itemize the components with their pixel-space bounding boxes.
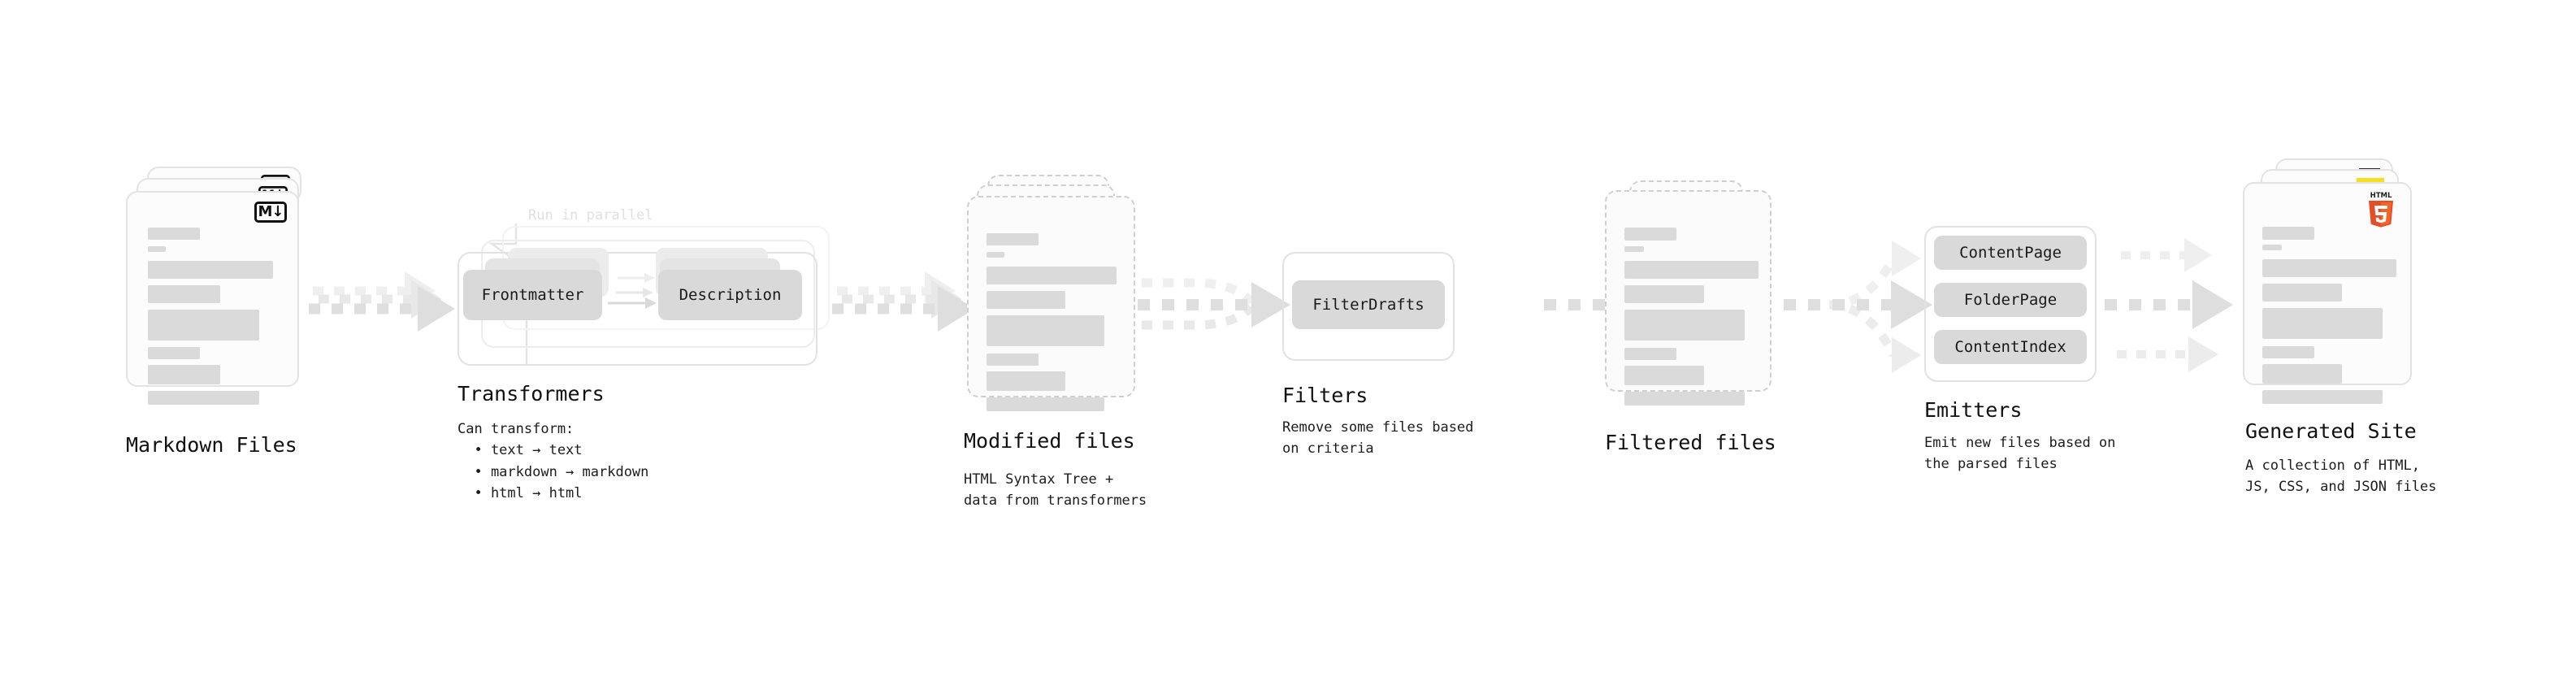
- emitter-node-contentindex[interactable]: ContentIndex: [1934, 330, 2087, 364]
- skeleton-bar: [2262, 259, 2396, 277]
- skeleton-bar: [1624, 261, 1759, 279]
- stage-title-generated-site: Generated Site: [2245, 419, 2417, 443]
- arrow-transformers-to-modified: [832, 271, 975, 332]
- skeleton-bar: [1624, 348, 1676, 360]
- skeleton-bar: [1624, 228, 1676, 241]
- skeleton-bar: [148, 228, 200, 240]
- arrow-emitters-to-site: [2105, 238, 2233, 372]
- transformer-node-description[interactable]: Description: [658, 270, 802, 320]
- stage-title-markdown-files: Markdown Files: [126, 433, 297, 457]
- skeleton-bar: [987, 354, 1039, 366]
- skeleton-bar: [1624, 392, 1745, 406]
- stage-title-filtered-files: Filtered files: [1605, 431, 1776, 454]
- skeleton-bar: [2262, 245, 2282, 250]
- skeleton-bar: [2262, 346, 2314, 358]
- skeleton-bar: [1624, 285, 1704, 303]
- skeleton-bar: [148, 285, 220, 303]
- skeleton-bar: [1624, 246, 1644, 252]
- filters-group: [1282, 252, 1455, 361]
- markdown-file-card-front: M↓: [126, 191, 299, 405]
- run-in-parallel-label: Run in parallel: [528, 207, 653, 223]
- stage-subtitle-transformers: Can transform: • text → text • markdown …: [458, 421, 649, 502]
- skeleton-bar: [2262, 390, 2383, 404]
- stage-title-filters: Filters: [1282, 384, 1368, 407]
- skeleton-bar: [987, 371, 1065, 391]
- skeleton-bar: [987, 252, 1004, 258]
- skeleton-bar: [1624, 310, 1745, 340]
- skeleton-bar: [148, 391, 259, 405]
- skeleton-bar: [148, 246, 166, 252]
- stage-subtitle-filters: Remove some files based on criteria: [1282, 419, 1474, 458]
- arrow-markdown-to-transformers: [309, 271, 455, 332]
- stage-subtitle-emitters: Emit new files based on the parsed files: [1924, 435, 2116, 473]
- stage-subtitle-modified-files: HTML Syntax Tree + data from transformer…: [964, 471, 1147, 510]
- transformer-node-frontmatter[interactable]: Frontmatter: [463, 270, 602, 320]
- emitter-node-folderpage[interactable]: FolderPage: [1934, 283, 2087, 317]
- skeleton-bar: [2262, 284, 2342, 301]
- skeleton-bar: [2262, 308, 2383, 339]
- generated-site-card-html: HTML: [2243, 182, 2412, 404]
- skeleton-bar: [2262, 227, 2314, 240]
- stage-title-modified-files: Modified files: [964, 429, 1135, 453]
- transformers-group-front: [458, 252, 817, 366]
- skeleton-bar: [148, 347, 200, 359]
- stage-subtitle-generated-site: A collection of HTML, JS, CSS, and JSON …: [2245, 458, 2437, 496]
- arrow-filtered-to-emitters: [1784, 241, 1932, 373]
- emitters-group: [1924, 226, 2097, 382]
- markdown-logo-icon: M↓: [254, 202, 287, 223]
- svg-text:HTML: HTML: [2370, 192, 2392, 200]
- html5-logo-icon: HTML: [2369, 192, 2393, 228]
- skeleton-bar: [2262, 364, 2342, 384]
- skeleton-bar: [987, 397, 1104, 411]
- modified-file-card-front: [967, 196, 1135, 411]
- arrow-modified-to-filters: [1138, 278, 1290, 330]
- skeleton-bar: [1624, 366, 1704, 385]
- skeleton-bar: [148, 310, 259, 340]
- skeleton-bar: [987, 315, 1104, 346]
- stage-title-transformers: Transformers: [458, 382, 605, 406]
- skeleton-bar: [987, 291, 1065, 309]
- stage-title-emitters: Emitters: [1924, 398, 2023, 422]
- filter-node-filterdrafts[interactable]: FilterDrafts: [1292, 280, 1445, 329]
- skeleton-bar: [148, 261, 273, 279]
- skeleton-bar: [987, 233, 1039, 245]
- emitter-node-contentpage[interactable]: ContentPage: [1934, 236, 2087, 270]
- skeleton-bar: [148, 365, 220, 384]
- skeleton-bar: [987, 267, 1117, 284]
- filtered-file-card-front: [1605, 190, 1772, 406]
